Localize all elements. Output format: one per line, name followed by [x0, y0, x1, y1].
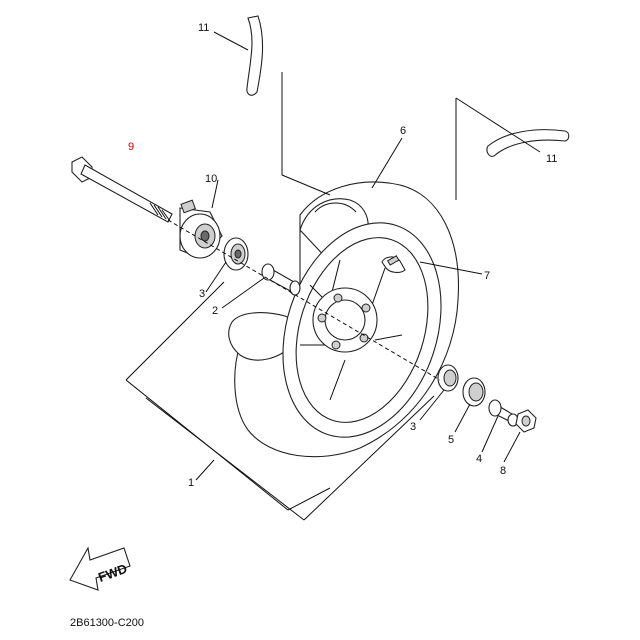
wheel-rim-part [282, 222, 442, 438]
callout-3-right: 3 [410, 421, 416, 433]
callout-3-left: 3 [199, 288, 205, 300]
callout-11-top: 11 [198, 22, 209, 34]
callout-2: 2 [212, 305, 218, 317]
axle-part [71, 156, 173, 223]
bearing-left-part [223, 237, 249, 271]
oil-seal-part [462, 377, 486, 407]
diagram-code: 2B61300-C200 [70, 617, 144, 629]
callout-11-right: 11 [546, 153, 557, 165]
tube-part [246, 15, 570, 157]
collar-part [488, 399, 519, 427]
callout-1: 1 [188, 477, 194, 489]
spacer-part [261, 263, 301, 296]
bearing-right-part [437, 364, 459, 392]
callout-5: 5 [448, 434, 454, 446]
callout-7: 7 [484, 270, 490, 282]
valve-part [381, 255, 406, 273]
callout-10: 10 [205, 173, 217, 185]
callout-8: 8 [500, 465, 506, 477]
leader-lines [125, 31, 541, 521]
callout-6: 6 [400, 125, 406, 137]
nut-part [515, 409, 537, 433]
meter-gear-part [179, 199, 223, 259]
callout-4: 4 [476, 453, 482, 465]
callout-9: 9 [128, 141, 134, 153]
fwd-arrow-icon: FWD [69, 546, 131, 591]
